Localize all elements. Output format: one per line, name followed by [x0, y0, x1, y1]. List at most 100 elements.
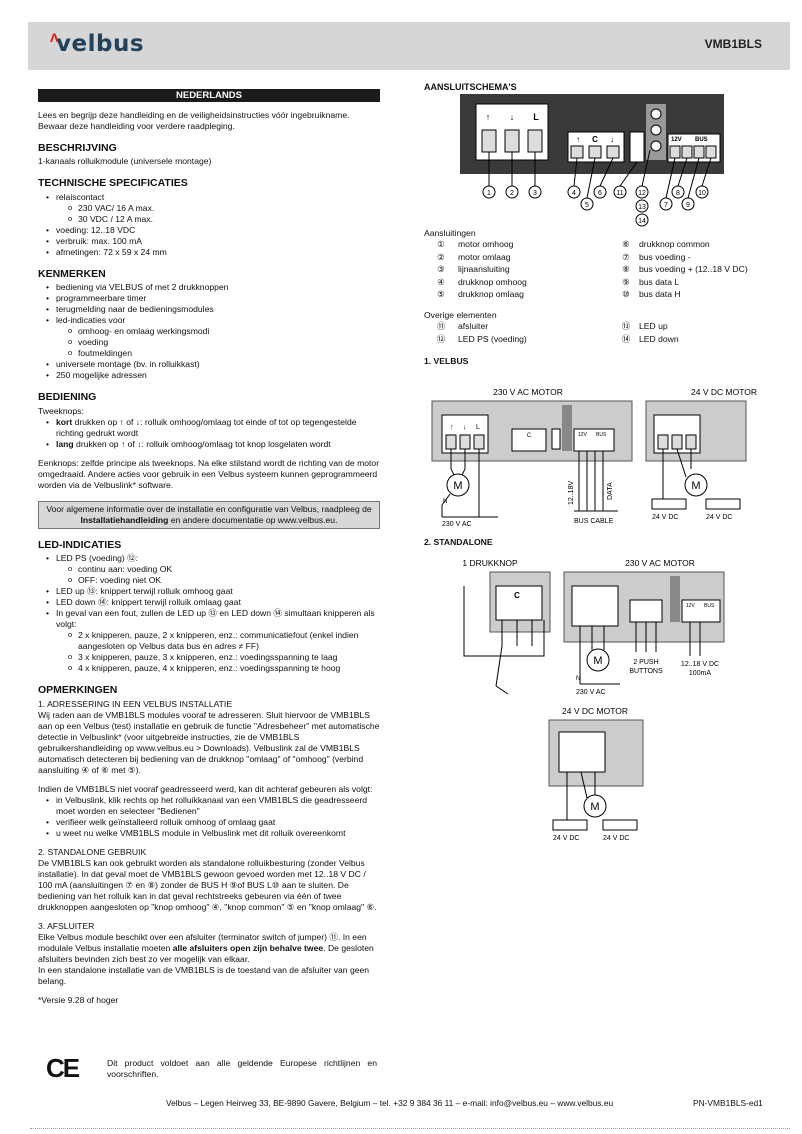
svg-text:24 V DC MOTOR: 24 V DC MOTOR	[691, 387, 757, 397]
svg-text:230 V AC MOTOR: 230 V AC MOTOR	[625, 558, 695, 568]
svg-text:7: 7	[664, 202, 668, 209]
svg-text:24 V DC: 24 V DC	[652, 514, 678, 521]
svg-text:↓: ↓	[463, 424, 467, 431]
list-item: 30 VDC / 12 A max.	[68, 214, 380, 225]
svg-text:1: 1	[487, 190, 491, 197]
bediening-list: kort drukken op ↑ of ↓: rolluik omhoog/o…	[38, 417, 380, 450]
svg-text:24 V DC MOTOR: 24 V DC MOTOR	[562, 706, 628, 716]
intro-text: Lees en begrijp deze handleiding en de v…	[38, 110, 350, 131]
svg-text:230 V AC MOTOR: 230 V AC MOTOR	[493, 387, 563, 397]
svg-text:L: L	[533, 112, 539, 122]
svg-text:BUS: BUS	[704, 603, 715, 609]
aansluitschema-title: AANSLUITSCHEMA'S	[424, 82, 517, 92]
list-item: universele montage (bv. in rolluikkast)	[46, 359, 380, 370]
section-title-tech: TECHNISCHE SPECIFICATIES	[38, 177, 188, 190]
list-item: 4 x knipperen, pauze, 4 x knipperen, enz…	[68, 663, 380, 674]
svg-text:ON: ON	[633, 156, 642, 162]
svg-text:100mA: 100mA	[689, 670, 712, 677]
language-banner: NEDERLANDS	[38, 89, 380, 102]
info-box: Voor algemene informatie over de install…	[38, 500, 380, 529]
svg-text:24 V DC: 24 V DC	[706, 514, 732, 521]
svg-text:BUS: BUS	[596, 432, 607, 438]
list-item: voeding: 12..18 VDC	[46, 225, 380, 236]
paragraph: Wij raden aan de VMB1BLS modules vooraf …	[38, 709, 380, 775]
svg-text:230 V AC: 230 V AC	[442, 521, 472, 528]
aansluitingen-title: Aansluitingen	[424, 228, 476, 238]
svg-text:230 V AC: 230 V AC	[576, 689, 606, 696]
footer-address: Velbus – Legen Heirweg 33, BE-9890 Gaver…	[166, 1098, 614, 1108]
list-item: omhoog- en omlaag werkingsmodi	[68, 326, 380, 337]
svg-text:L: L	[476, 424, 480, 431]
list-item: verifieer welk geïnstalleerd rolluik omh…	[46, 817, 380, 828]
svg-text:C: C	[527, 433, 532, 439]
kenmerken-list: bediening via VELBUS of met 2 drukknoppe…	[38, 282, 380, 381]
svg-text:12..18V: 12..18V	[568, 481, 575, 505]
paragraph: Elke Velbus module beschikt over een afs…	[38, 931, 374, 964]
list-item: 250 mogelijke adressen	[46, 370, 380, 381]
svg-text:12V: 12V	[686, 603, 696, 609]
list-item: u weet nu welke VMB1BLS module in Velbus…	[46, 828, 380, 839]
paragraph: De VMB1BLS kan ook gebruikt worden als s…	[38, 857, 377, 912]
footnote: *Versie 9.28 of hoger	[38, 994, 119, 1005]
svg-text:DATA: DATA	[607, 482, 614, 500]
subsection-title: 3. AFSLUITER	[38, 920, 95, 931]
svg-text:12..18 V DC: 12..18 V DC	[681, 661, 719, 668]
right-column: AANSLUITSCHEMA'S	[424, 82, 780, 94]
velbus-wiring-diagram: 230 V AC MOTOR 24 V DC MOTOR ↑ ↓ L C 12V BU…	[431, 387, 757, 528]
svg-text:6: 6	[598, 190, 602, 197]
svg-text:2 PUSH: 2 PUSH	[633, 659, 658, 666]
svg-text:12V: 12V	[671, 137, 682, 143]
eenknops-text: Eenknops: zelfde principe als tweeknops.…	[38, 457, 380, 490]
paragraph: In een standalone installatie van de VMB…	[38, 964, 370, 986]
beschrijving-text: 1-kanaals rolluikmodule (universele mont…	[38, 156, 212, 167]
svg-text:M: M	[590, 801, 599, 813]
list-item: LED PS (voeding) ⑫: continu aan: voeding…	[46, 553, 380, 586]
svg-text:12V: 12V	[578, 432, 588, 438]
list-item: programmeerbare timer	[46, 293, 380, 304]
list-item: LED down ⑭: knippert terwijl rolluik oml…	[46, 597, 380, 608]
ce-mark: CE	[46, 1053, 80, 1083]
list-item: continu aan: voeding OK	[68, 564, 380, 575]
svg-text:4: 4	[572, 190, 576, 197]
ce-text: Dit product voldoet aan alle geldende Eu…	[107, 1058, 377, 1079]
svg-text:↑: ↑	[450, 424, 454, 431]
tech-list: relaiscontact 230 VAC/ 16 A max. 30 VDC …	[38, 192, 380, 258]
led-ps	[650, 108, 662, 120]
callout-numbers: 1 2 3 4 5 6 11 12 13 14 7 8 9 10	[482, 185, 709, 227]
svg-text:N: N	[443, 499, 447, 505]
svg-text:C: C	[592, 135, 598, 144]
svg-text:11: 11	[616, 190, 623, 197]
svg-text:BUTTONS: BUTTONS	[629, 668, 663, 675]
svg-text:M: M	[691, 480, 700, 492]
svg-text:14: 14	[638, 218, 646, 225]
svg-text:2: 2	[510, 190, 514, 197]
svg-text:M: M	[593, 655, 602, 667]
svg-text:10: 10	[698, 190, 706, 197]
model-number: VMB1BLS	[704, 37, 762, 51]
paragraph: Indien de VMB1BLS niet vooraf geadressee…	[38, 783, 373, 794]
list-item: LED up ⑬: knippert terwijl rolluik omhoo…	[46, 586, 380, 597]
list-item: kort drukken op ↑ of ↓: rolluik omhoog/o…	[46, 417, 380, 439]
section-standalone: 2. STANDALONE	[424, 537, 493, 547]
header-bar: ᐱvelbus VMB1BLS	[28, 22, 790, 70]
section-title-bediening: BEDIENING	[38, 391, 97, 404]
svg-text:24 V DC: 24 V DC	[553, 835, 579, 842]
list-item: verbruik: max. 100 mA	[46, 236, 380, 247]
svg-text:BUS: BUS	[695, 137, 708, 143]
section-title-beschrijving: BESCHRIJVING	[38, 142, 117, 154]
led-down	[650, 140, 662, 152]
svg-text:5: 5	[585, 202, 589, 209]
list-item: in Velbuslink, klik rechts op het rollui…	[46, 795, 380, 817]
svg-text:↑: ↑	[486, 112, 491, 122]
subsection-title: 2. STANDALONE GEBRUIK	[38, 846, 147, 857]
list-item: In geval van een fout, zullen de LED up …	[46, 608, 380, 674]
